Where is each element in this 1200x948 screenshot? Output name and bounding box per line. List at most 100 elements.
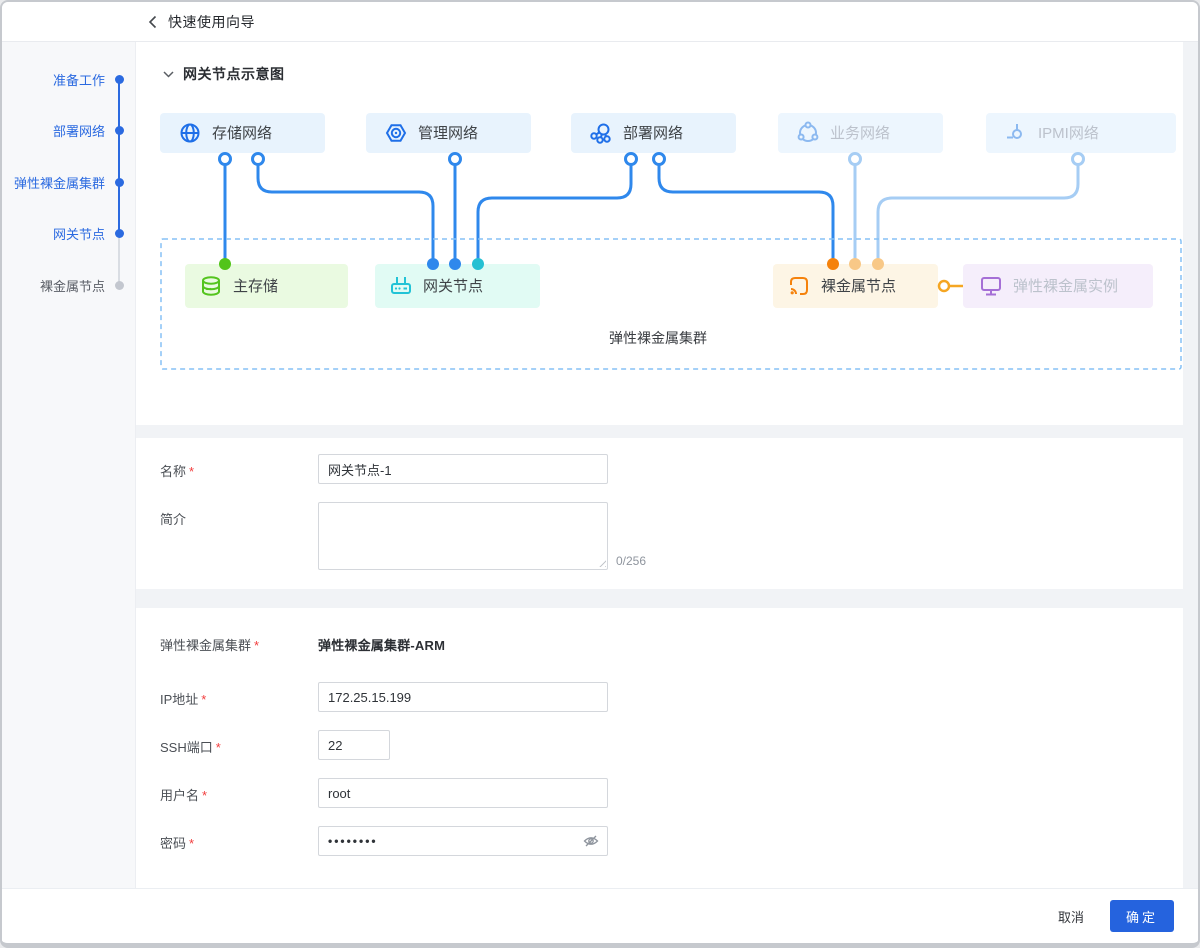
port bbox=[624, 152, 638, 166]
step-dot bbox=[115, 228, 124, 238]
node-baremetal: 裸金属节点 bbox=[773, 264, 938, 308]
back-button[interactable] bbox=[148, 15, 157, 29]
endpoint-dots bbox=[219, 258, 884, 270]
diagram-collapse-toggle[interactable]: 网关节点示意图 bbox=[136, 42, 1183, 84]
step-dot bbox=[115, 280, 124, 290]
monitor-icon bbox=[981, 277, 1001, 296]
page-title: 快速使用向导 bbox=[168, 13, 255, 30]
node-label: 网关节点 bbox=[423, 278, 483, 295]
network-ports bbox=[218, 152, 1085, 166]
elastic-cluster-boundary bbox=[160, 238, 1182, 370]
node-label: 业务网络 bbox=[830, 125, 890, 142]
node-label: 存储网络 bbox=[212, 125, 272, 142]
step-label: 部署网络 bbox=[52, 123, 105, 139]
username-label: 用户名* bbox=[160, 788, 208, 803]
endpoint-dot-green bbox=[219, 258, 231, 270]
router-icon bbox=[391, 277, 411, 294]
step-label: 网关节点 bbox=[52, 226, 105, 242]
basic-info-form: 名称* 简介 0/256 bbox=[136, 438, 1183, 589]
required-marker: * bbox=[254, 638, 260, 653]
port bbox=[848, 152, 862, 166]
step-dot bbox=[115, 177, 124, 187]
connector-icon bbox=[1007, 124, 1022, 139]
node-mgmt-network: 管理网络 bbox=[366, 113, 531, 153]
toggle-password-visibility-button[interactable] bbox=[583, 833, 599, 849]
node-box bbox=[366, 113, 531, 153]
step-dot bbox=[115, 125, 124, 135]
node-gateway: 网关节点 bbox=[375, 264, 540, 308]
step-label: 裸金属节点 bbox=[39, 278, 105, 294]
username-input[interactable] bbox=[318, 778, 608, 808]
wizard-stepper: 准备工作 部署网络 弹性裸金属集群 网关节点 裸金属节点 bbox=[2, 42, 136, 888]
required-marker: * bbox=[189, 836, 195, 851]
node-deploy-network: 部署网络 bbox=[571, 113, 736, 153]
database-icon bbox=[202, 276, 220, 296]
diagram-section-title: 网关节点示意图 bbox=[183, 66, 285, 82]
node-box bbox=[571, 113, 736, 153]
cancel-button[interactable]: 取消 bbox=[1058, 907, 1084, 926]
required-marker: * bbox=[201, 692, 207, 707]
password-input[interactable] bbox=[318, 826, 608, 856]
stepper-line-pending bbox=[118, 233, 120, 285]
node-label: 主存储 bbox=[233, 278, 278, 295]
cluster-label: 弹性裸金属集群 bbox=[609, 330, 707, 346]
node-box bbox=[375, 264, 540, 308]
node-label: IPMI网络 bbox=[1038, 125, 1099, 142]
node-ipmi-network: IPMI网络 bbox=[986, 113, 1176, 153]
node-label: 裸金属节点 bbox=[821, 278, 896, 295]
node-box bbox=[986, 113, 1176, 153]
diagram-panel: 网关节点示意图 bbox=[136, 42, 1183, 425]
port bbox=[1071, 152, 1085, 166]
edge-ipmi-to-baremetal bbox=[876, 163, 1080, 261]
topology-icon bbox=[590, 123, 611, 144]
node-baremetal-instance: 弹性裸金属实例 bbox=[963, 264, 1153, 308]
wizard-footer: 取消 确定 bbox=[2, 888, 1198, 943]
endpoint-dot-blue bbox=[427, 258, 439, 270]
globe-icon bbox=[180, 123, 200, 143]
cast-icon bbox=[790, 277, 808, 295]
cluster-label: 弹性裸金属集群* bbox=[160, 638, 260, 653]
node-box bbox=[160, 113, 325, 153]
diagram-edges bbox=[223, 163, 1080, 261]
page-header: 快速使用向导 bbox=[2, 2, 1198, 42]
description-label: 简介 bbox=[160, 512, 187, 527]
description-textarea[interactable] bbox=[318, 502, 608, 570]
edge-deploy-to-gateway bbox=[476, 163, 633, 261]
edge-storage-to-gateway bbox=[256, 163, 435, 261]
node-box bbox=[185, 264, 348, 308]
endpoint-dot-cyan bbox=[472, 258, 484, 270]
port bbox=[652, 152, 666, 166]
step-label: 准备工作 bbox=[52, 72, 105, 88]
name-input[interactable] bbox=[318, 454, 608, 484]
name-label: 名称* bbox=[160, 464, 195, 479]
required-marker: * bbox=[189, 464, 195, 479]
gateway-node-diagram: 存储网络 管理网络 bbox=[160, 113, 1182, 370]
endpoint-dot-orange bbox=[827, 258, 839, 270]
chevron-down-icon bbox=[163, 70, 174, 78]
baremetal-instance-link bbox=[937, 279, 963, 293]
port bbox=[251, 152, 265, 166]
connection-form: 弹性裸金属集群* 弹性裸金属集群-ARM IP地址* SSH端口* 用户名* 密… bbox=[136, 608, 1183, 888]
stepper-line-done bbox=[118, 79, 120, 233]
confirm-button[interactable]: 确定 bbox=[1110, 900, 1174, 932]
step-dot bbox=[115, 74, 124, 84]
node-label: 管理网络 bbox=[418, 125, 478, 142]
ip-label: IP地址* bbox=[160, 692, 207, 707]
ssh-port-label: SSH端口* bbox=[160, 740, 221, 755]
hexagon-gear-icon bbox=[385, 124, 407, 142]
node-label: 部署网络 bbox=[623, 125, 683, 142]
node-storage-network: 存储网络 bbox=[160, 113, 325, 153]
edge-deploy-to-baremetal bbox=[657, 163, 835, 261]
node-label: 弹性裸金属实例 bbox=[1013, 278, 1118, 295]
required-marker: * bbox=[202, 788, 208, 803]
password-label: 密码* bbox=[160, 836, 195, 851]
ip-input[interactable] bbox=[318, 682, 608, 712]
node-box bbox=[963, 264, 1153, 308]
port bbox=[218, 152, 232, 166]
node-box bbox=[773, 264, 938, 308]
node-main-storage: 主存储 bbox=[185, 264, 348, 308]
eye-off-icon bbox=[583, 835, 599, 847]
port bbox=[448, 152, 462, 166]
ssh-port-input[interactable] bbox=[318, 730, 390, 760]
